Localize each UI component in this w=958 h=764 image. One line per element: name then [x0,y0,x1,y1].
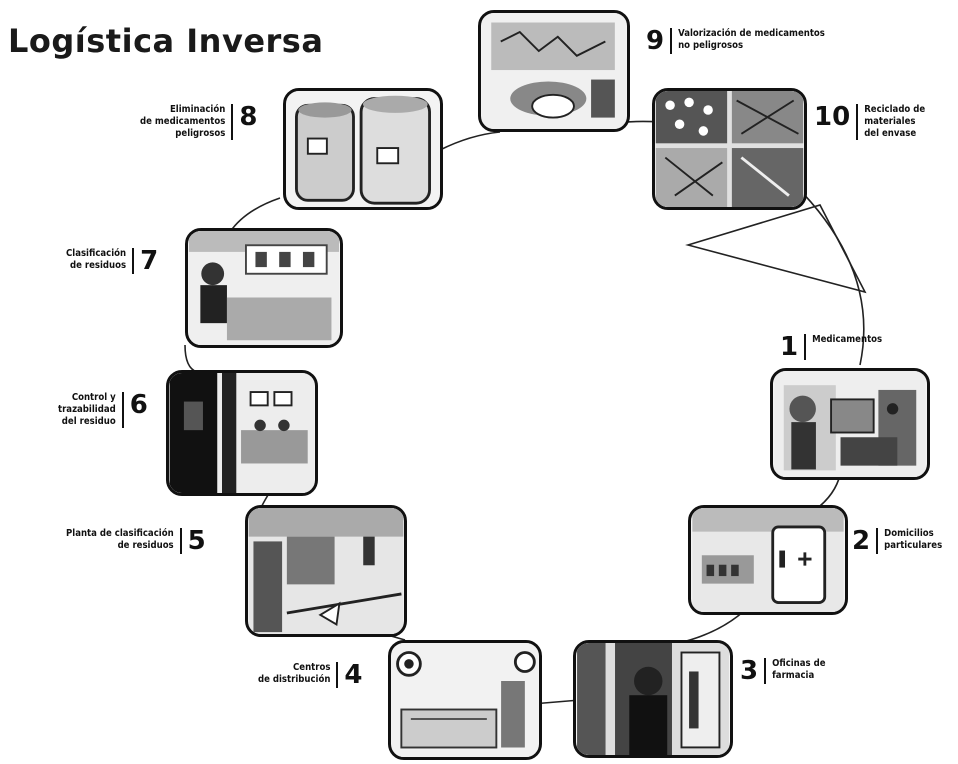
home-medicine-cabinet-photo [692,508,844,612]
divider [336,662,339,688]
recycling-materials-photo [655,91,804,207]
photo-step-5 [245,505,407,637]
divider [764,658,767,684]
label-step-1: 1 Medicamentos [780,334,882,360]
hazardous-bins-photo [286,91,440,207]
photo-step-8 [283,88,443,210]
valorization-photo [481,13,627,129]
divider [856,104,859,140]
page-title: Logística Inversa [8,22,324,60]
distribution-center-photo [391,643,539,757]
step-label: Medicamentos [812,334,883,345]
waste-control-photo [169,373,315,493]
step-number: 8 [239,102,258,132]
photo-step-3 [573,640,733,758]
photo-step-7 [185,228,343,348]
photo-step-9 [478,10,630,132]
photo-step-2 [688,505,848,615]
arc-8-to-9 [439,131,501,151]
photo-step-6 [166,370,318,496]
laboratory-production-photo [774,371,926,477]
arc-10-to-1 [794,184,865,366]
step-number: 7 [140,246,159,276]
divider [231,104,234,140]
arc-7-to-8 [229,197,281,233]
photo-step-1 [770,368,930,480]
step-number: 4 [344,660,363,690]
waste-classification-photo [188,231,340,345]
step-number: 9 [646,26,665,56]
divider [121,392,124,428]
arc-6-to-7 [184,344,198,373]
divider [132,248,135,274]
step-number: 10 [814,102,851,132]
step-number: 1 [780,332,799,362]
divider [876,528,879,554]
step-number: 3 [740,656,759,686]
divider [670,28,673,54]
photo-step-4 [388,640,542,760]
divider [804,334,807,360]
pharmacy-photo [577,643,729,755]
step-number: 5 [187,526,206,556]
step-number: 6 [129,390,148,420]
photo-step-10 [652,88,807,210]
divider [179,528,182,554]
step-number: 2 [852,526,871,556]
sorting-plant-photo [248,508,404,634]
arrow-back [685,204,867,294]
